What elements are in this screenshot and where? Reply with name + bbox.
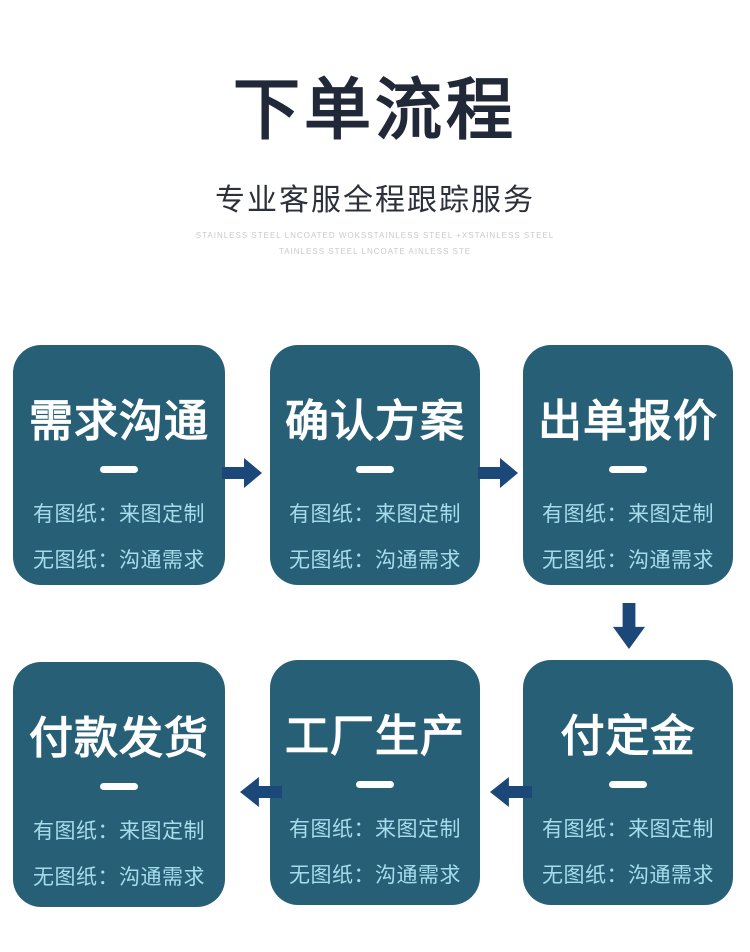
step-line-has-drawing: 有图纸：来图定制 xyxy=(542,503,714,526)
page-subtitle: 专业客服全程跟踪服务 xyxy=(215,184,535,217)
divider-dash xyxy=(609,466,647,473)
arrow-right-icon xyxy=(478,458,518,488)
step-line-no-drawing: 无图纸：沟通需求 xyxy=(33,549,205,572)
flow-step-payment-shipping: 付款发货 有图纸：来图定制 无图纸：沟通需求 xyxy=(13,662,225,907)
page-title: 下单流程 xyxy=(233,73,517,148)
divider-dash xyxy=(100,466,138,473)
step-line-no-drawing: 无图纸：沟通需求 xyxy=(289,864,461,887)
arrow-down-icon xyxy=(613,603,645,649)
step-line-has-drawing: 有图纸：来图定制 xyxy=(542,818,714,841)
divider-dash xyxy=(356,781,394,788)
watermark-line-2: TAINLESS STEEL LNCOATE AINLESS STE xyxy=(278,247,472,256)
divider-dash xyxy=(356,466,394,473)
step-title: 出单报价 xyxy=(538,397,718,446)
step-line-no-drawing: 无图纸：沟通需求 xyxy=(289,549,461,572)
flow-step-factory-production: 工厂生产 有图纸：来图定制 无图纸：沟通需求 xyxy=(270,660,480,905)
flow-step-deposit: 付定金 有图纸：来图定制 无图纸：沟通需求 xyxy=(523,660,733,905)
step-line-no-drawing: 无图纸：沟通需求 xyxy=(542,549,714,572)
step-line-has-drawing: 有图纸：来图定制 xyxy=(289,503,461,526)
flow-step-quotation: 出单报价 有图纸：来图定制 无图纸：沟通需求 xyxy=(523,345,733,585)
divider-dash xyxy=(100,783,138,790)
step-title: 付定金 xyxy=(560,712,696,761)
step-line-has-drawing: 有图纸：来图定制 xyxy=(33,820,205,843)
step-title: 工厂生产 xyxy=(285,712,465,761)
step-line-has-drawing: 有图纸：来图定制 xyxy=(289,818,461,841)
divider-dash xyxy=(609,781,647,788)
step-line-has-drawing: 有图纸：来图定制 xyxy=(33,503,205,526)
flow-step-confirm-plan: 确认方案 有图纸：来图定制 无图纸：沟通需求 xyxy=(270,345,480,585)
flow-step-demand-communication: 需求沟通 有图纸：来图定制 无图纸：沟通需求 xyxy=(13,345,225,585)
arrow-right-icon xyxy=(222,458,262,488)
watermark-text: STAINLESS STEEL LNCOATED WOKSSTAINLESS S… xyxy=(0,228,750,260)
step-title: 需求沟通 xyxy=(29,397,209,446)
step-title: 确认方案 xyxy=(285,397,465,446)
watermark-line-1: STAINLESS STEEL LNCOATED WOKSSTAINLESS S… xyxy=(195,231,555,240)
step-title: 付款发货 xyxy=(29,714,209,763)
step-line-no-drawing: 无图纸：沟通需求 xyxy=(542,864,714,887)
step-line-no-drawing: 无图纸：沟通需求 xyxy=(33,866,205,889)
